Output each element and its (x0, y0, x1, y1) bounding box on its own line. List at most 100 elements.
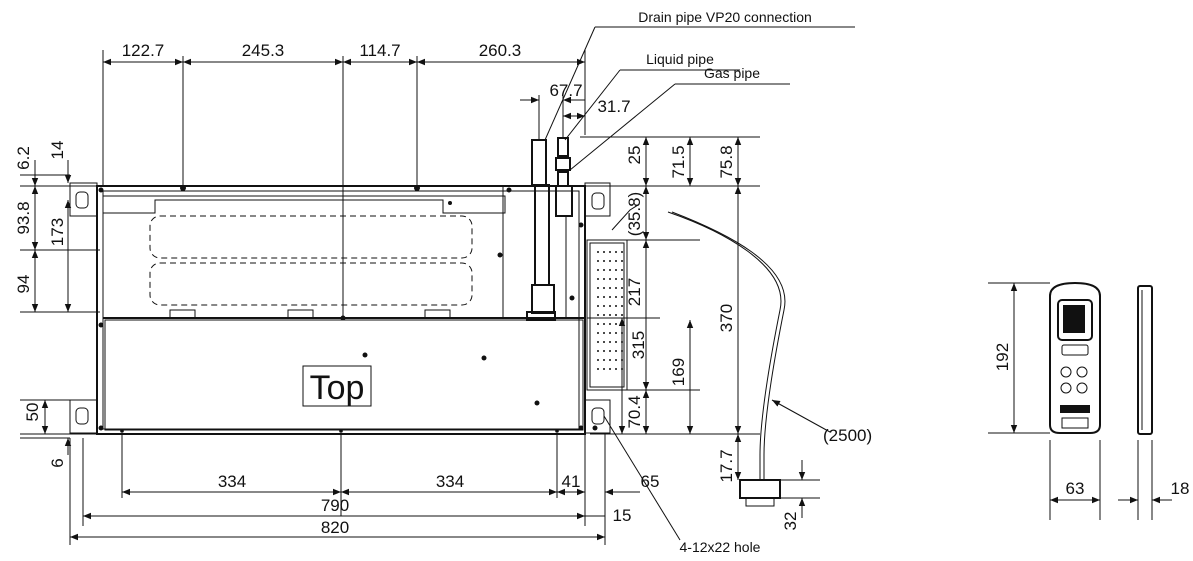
vent-dot (615, 278, 617, 280)
vent-dot (621, 314, 623, 316)
vent-dot (609, 278, 611, 280)
dim-75-8: 75.8 (717, 145, 736, 178)
vent-dot (597, 251, 599, 253)
hanging-brackets (69, 182, 611, 434)
callouts: Drain pipe VP20 connection Liquid pipe G… (544, 9, 872, 555)
bottom-dimensions: 334 334 41 65 790 15 820 (69, 434, 660, 545)
dim-17-7: 17.7 (717, 449, 736, 482)
pipes (526, 137, 573, 321)
liquid-pipe-label: Liquid pipe (646, 51, 714, 67)
vent-dot (597, 359, 599, 361)
vent-dot (615, 296, 617, 298)
dim-25: 25 (625, 146, 644, 165)
dim-65: 65 (641, 472, 660, 491)
dim-14: 14 (48, 141, 67, 160)
vent-dot (597, 260, 599, 262)
gas-pipe-label: Gas pipe (704, 65, 760, 81)
vent-dot (603, 350, 605, 352)
remote-height-dim: 192 (993, 343, 1012, 371)
dim-173: 173 (48, 218, 67, 246)
top-label: Top (302, 365, 372, 407)
vent-dot (615, 269, 617, 271)
dim-169: 169 (669, 358, 688, 386)
electrical-box (586, 204, 786, 507)
remote-depth-dim: 18 (1171, 479, 1190, 498)
vent-dot (609, 305, 611, 307)
dim-315: 315 (629, 331, 648, 359)
dim-35-8: (35.8) (625, 192, 644, 236)
vent-dot (609, 350, 611, 352)
dim-790: 790 (321, 496, 349, 515)
vent-dot (603, 368, 605, 370)
dim-94: 94 (14, 275, 33, 294)
dim-15: 15 (613, 506, 632, 525)
vent-dot (603, 251, 605, 253)
dim-334-left: 334 (218, 472, 246, 491)
vent-dot (597, 332, 599, 334)
vent-dot (615, 314, 617, 316)
vent-dot (597, 269, 599, 271)
vent-dot (597, 305, 599, 307)
vent-dot (597, 296, 599, 298)
vent-dot (603, 287, 605, 289)
vent-dot (621, 296, 623, 298)
dim-71-5: 71.5 (669, 145, 688, 178)
top-dimensions: 122.7 245.3 114.7 260.3 (102, 41, 586, 318)
vent-dot (603, 305, 605, 307)
vent-dot (609, 323, 611, 325)
vent-dot (615, 305, 617, 307)
drain-pipe-label: Drain pipe VP20 connection (638, 9, 812, 25)
pipe-dimensions: 67.7 31.7 (520, 81, 631, 140)
dim-6: 6 (48, 458, 67, 467)
vent-dot (615, 287, 617, 289)
dim-260-3: 260.3 (479, 41, 522, 60)
vent-dot (621, 251, 623, 253)
vent-dot (603, 278, 605, 280)
vent-dot (597, 287, 599, 289)
vent-dot (609, 269, 611, 271)
vent-dot (615, 260, 617, 262)
dim-70-4: 70.4 (625, 395, 644, 428)
vent-dot (609, 332, 611, 334)
vent-dot (609, 260, 611, 262)
vent-dot (597, 341, 599, 343)
vent-dot (615, 332, 617, 334)
vent-dot (615, 359, 617, 361)
vent-dot (609, 314, 611, 316)
dim-32: 32 (781, 512, 800, 531)
remote-width-dim: 63 (1066, 479, 1085, 498)
left-dimensions: 6.2 14 93.8 173 94 50 6 (14, 141, 100, 468)
vent-dot (621, 278, 623, 280)
top-text: Top (310, 369, 365, 407)
vent-dot (609, 359, 611, 361)
vent-dot (603, 323, 605, 325)
vent-dot (603, 314, 605, 316)
vent-dot (609, 296, 611, 298)
dim-217: 217 (625, 278, 644, 306)
vent-dot (603, 341, 605, 343)
remote-controller: 192 63 18 (988, 281, 1190, 520)
dim-41: 41 (562, 472, 581, 491)
vent-dot (621, 305, 623, 307)
vent-dot (615, 251, 617, 253)
vent-dot (603, 260, 605, 262)
vent-dot (621, 269, 623, 271)
dim-334-right: 334 (436, 472, 464, 491)
vent-dot (603, 359, 605, 361)
vent-dot (615, 341, 617, 343)
vent-dot (603, 269, 605, 271)
vent-dot (615, 350, 617, 352)
vent-dot (603, 332, 605, 334)
dim-31-7: 31.7 (597, 97, 630, 116)
vent-dot (609, 287, 611, 289)
vent-dot (609, 251, 611, 253)
vent-dot (609, 341, 611, 343)
hole-label: 4-12x22 hole (680, 539, 761, 555)
vent-dot (597, 350, 599, 352)
dim-245-3: 245.3 (242, 41, 285, 60)
dim-820: 820 (321, 518, 349, 537)
vent-dot (621, 260, 623, 262)
dim-6-2: 6.2 (14, 146, 33, 170)
dim-370: 370 (717, 304, 736, 332)
